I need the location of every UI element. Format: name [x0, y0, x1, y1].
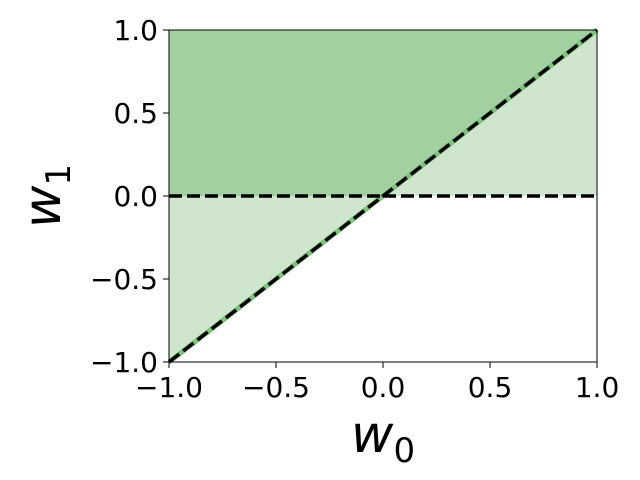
x-tick-label-3: 0.5	[468, 371, 513, 404]
x-tick-label-0: −1.0	[135, 371, 203, 404]
y-tick-label-3: 0.5	[113, 97, 158, 130]
x-axis-label-var: w	[351, 405, 394, 465]
x-axis-label: w0	[351, 405, 415, 471]
y-axis-label-sub: 1	[39, 164, 79, 186]
dark-region	[169, 30, 597, 196]
y-tick-label-0: −1.0	[90, 346, 158, 379]
y-axis-label-var: w	[13, 185, 73, 228]
y-tick-label-2: 0.0	[113, 180, 158, 213]
ticks-layer: −1.0 −0.5 0.0 0.5 1.0 −1.0 −0.5 0.0 0.5 1.0	[90, 14, 619, 404]
x-tick-label-4: 1.0	[575, 371, 620, 404]
y-axis-label: w1	[13, 164, 79, 228]
y-tick-label-1: −0.5	[90, 263, 158, 296]
x-tick-label-2: 0.0	[361, 371, 406, 404]
lines-layer	[167, 28, 599, 364]
x-tick-label-1: −0.5	[242, 371, 310, 404]
x-axis-label-sub: 0	[393, 431, 415, 471]
y-tick-label-4: 1.0	[113, 14, 158, 47]
